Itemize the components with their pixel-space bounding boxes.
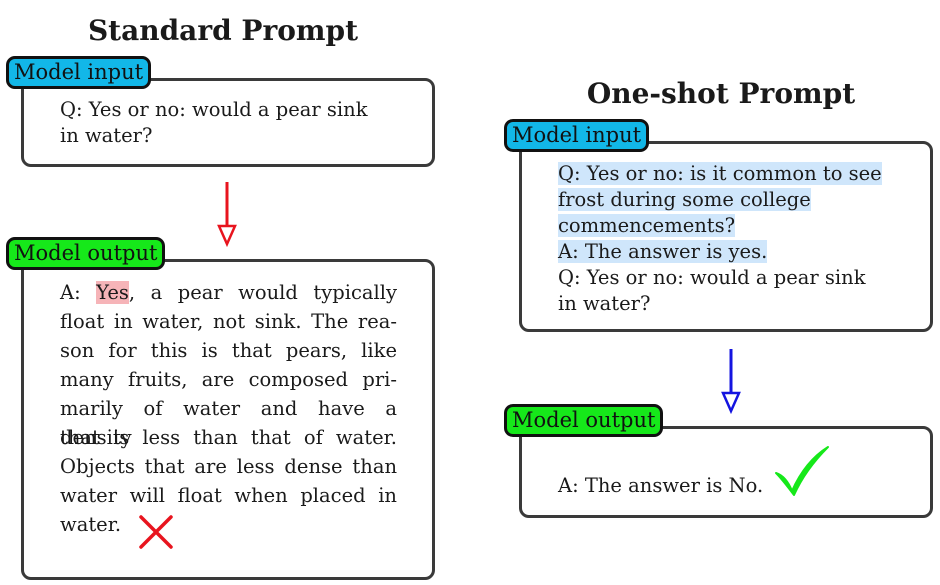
- standard-output-box: [21, 259, 435, 580]
- oneshot-input-tag: Model input: [504, 119, 650, 152]
- standard-input-text: Q: Yes or no: would a pear sink in water…: [60, 97, 368, 149]
- standard-output-line: water.: [60, 513, 122, 536]
- standard-down-arrow: [217, 182, 237, 248]
- cross-icon: [139, 515, 173, 549]
- oneshot-output-tag: Model output: [504, 404, 664, 437]
- example-line: Q: Yes or no: is it common to see: [558, 162, 882, 185]
- standard-prompt-title: Standard Prompt: [87, 14, 359, 47]
- standard-output-line: A: Yes, a pear would typically: [60, 281, 397, 304]
- standard-output-line: Objects that are less dense than: [60, 455, 397, 478]
- oneshot-down-arrow: [721, 349, 741, 415]
- standard-output-line: that is less than that of water.: [60, 426, 397, 449]
- oneshot-prompt-title: One-shot Prompt: [586, 77, 856, 110]
- highlighted-yes: Yes: [96, 281, 129, 304]
- check-icon: [775, 446, 829, 496]
- standard-output-tag: Model output: [6, 237, 166, 270]
- example-line: A: The answer is yes.: [558, 240, 768, 263]
- oneshot-input-text: Q: Yes or no: is it common to see frost …: [558, 161, 882, 317]
- question-line: Q: Yes or no: would a pear sink: [558, 266, 866, 289]
- standard-output-line: float in water, not sink. The rea-: [60, 310, 397, 333]
- standard-output-line: marily of water and have a density: [60, 397, 397, 449]
- standard-output-line: many fruits, are composed pri-: [60, 368, 397, 391]
- oneshot-answer: A: The answer is No.: [558, 474, 764, 497]
- standard-output-text: A: Yes, a pear would typically float in …: [60, 278, 397, 539]
- standard-input-line: in water?: [60, 124, 153, 147]
- standard-output-line: son for this is that pears, like: [60, 339, 397, 362]
- example-line: commencements?: [558, 214, 736, 237]
- standard-input-line: Q: Yes or no: would a pear sink: [60, 98, 368, 121]
- oneshot-output-box: [519, 426, 933, 518]
- standard-output-line: water will float when placed in: [60, 484, 397, 507]
- example-line: frost during some college: [558, 188, 811, 211]
- standard-input-box: [21, 78, 435, 167]
- question-line: in water?: [558, 292, 651, 315]
- standard-input-tag: Model input: [6, 56, 152, 89]
